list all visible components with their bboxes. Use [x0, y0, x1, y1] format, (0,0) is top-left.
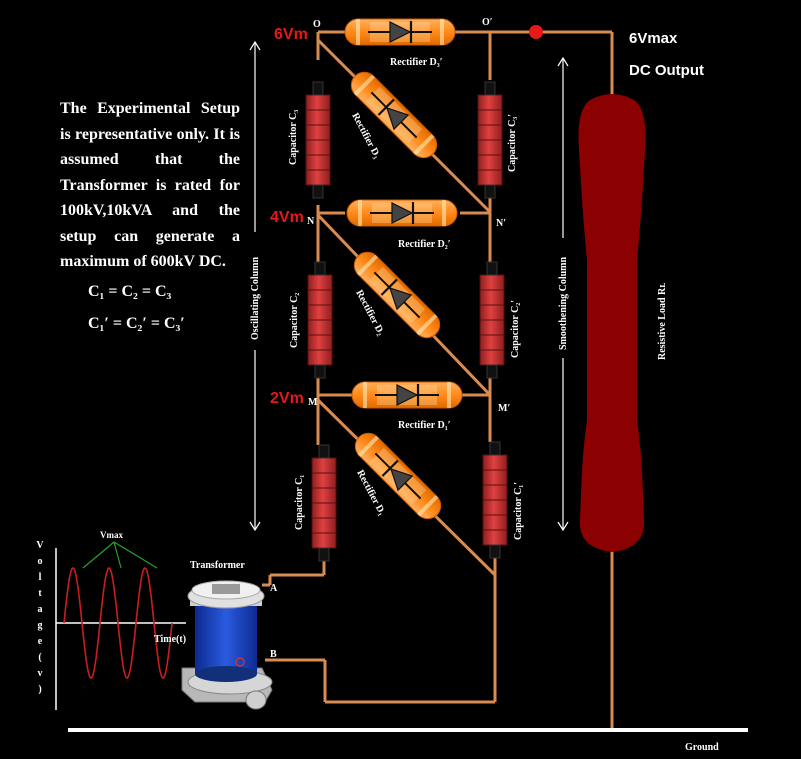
node-m-label: M — [308, 397, 318, 408]
oscillating-column-label: Oscillating Column — [250, 256, 261, 340]
waveform-ylabel-char: v — [38, 668, 43, 679]
voltage-waveform — [55, 541, 186, 710]
node-o-prime-label: O′ — [482, 17, 493, 28]
waveform-ylabel-char: g — [38, 620, 43, 631]
transformer-label: Transformer — [190, 560, 245, 571]
waveform-ylabel-char: e — [38, 636, 43, 647]
capacitor-c1-prime-label: Capacitor C₁′ — [513, 482, 524, 540]
transformer — [181, 575, 273, 710]
oscillating-column-arrow — [249, 40, 261, 532]
smoothening-column-label: Smoothening Column — [558, 256, 569, 350]
capacitor-c1 — [311, 444, 337, 562]
rectifier-d1-prime-label: Rectifier D₁′ — [398, 420, 451, 431]
waveform-ylabel-char: V — [36, 540, 44, 551]
capacitor-c2-label: Capacitor C₂ — [289, 293, 300, 348]
capacitor-c2-prime — [479, 261, 505, 379]
waveform-peak-label: Vmax — [100, 530, 123, 540]
waveform-ylabel-char: ) — [38, 684, 41, 695]
capacitor-c1-prime — [482, 441, 508, 559]
waveform-ylabel-char: a — [38, 604, 43, 615]
node-m-prime-label: M′ — [498, 403, 510, 414]
node-n-prime-label: N′ — [496, 218, 506, 229]
capacitor-c3-label: Capacitor C₃ — [288, 110, 299, 165]
node-2vm-label: 2Vm — [270, 390, 304, 407]
node-a-label: A — [270, 583, 278, 594]
capacitor-c3-prime-label: Capacitor C₃′ — [507, 114, 518, 172]
ground-label: Ground — [685, 742, 719, 753]
capacitor-c3 — [305, 81, 331, 199]
rectifier-d3-prime-label: Rectifier D₃′ — [390, 57, 443, 68]
node-4vm-label: 4Vm — [270, 209, 304, 226]
smoothening-column-arrow — [557, 56, 569, 532]
node-6vm-label: 6Vm — [274, 26, 308, 43]
rectifier-d1-prime — [350, 380, 464, 410]
capacitor-c2-prime-label: Capacitor C₂′ — [510, 300, 521, 358]
resistive-load — [578, 94, 646, 552]
output-label-line1: 6Vmax — [629, 30, 678, 47]
resistive-load-label: Resistive Load Rʟ — [657, 283, 668, 360]
capacitor-c1-label: Capacitor C₁ — [294, 475, 305, 530]
capacitor-equation-2: C₁′ = C₂′ = C₃′ — [88, 315, 185, 332]
rectifier-d2-prime — [345, 198, 459, 228]
node-o-label: O — [313, 19, 321, 30]
waveform-ylabel-char: t — [38, 588, 42, 599]
rectifier-d2-prime-label: Rectifier D₂′ — [398, 239, 451, 250]
waveform-ylabel-char: o — [38, 556, 43, 567]
wires — [265, 30, 614, 728]
capacitor-c2 — [307, 261, 333, 379]
waveform-ylabel-char: ( — [38, 652, 42, 663]
node-n-label: N — [307, 216, 315, 227]
capacitor-c3-prime — [477, 81, 503, 199]
rectifier-d3-prime — [343, 17, 457, 47]
output-node-dot — [529, 25, 543, 39]
node-b-label: B — [270, 649, 277, 660]
rectifier-d3-label: Rectifier D₃ — [349, 111, 382, 160]
capacitor-equation-1: C₁ = C₂ = C₃ — [88, 283, 172, 300]
setup-description: The Experimental Setup is representative… — [60, 100, 240, 270]
waveform-ylabel-char: l — [39, 572, 42, 583]
output-label-line2: DC Output — [629, 62, 704, 79]
waveform-xlabel: Time(t) — [154, 634, 186, 645]
